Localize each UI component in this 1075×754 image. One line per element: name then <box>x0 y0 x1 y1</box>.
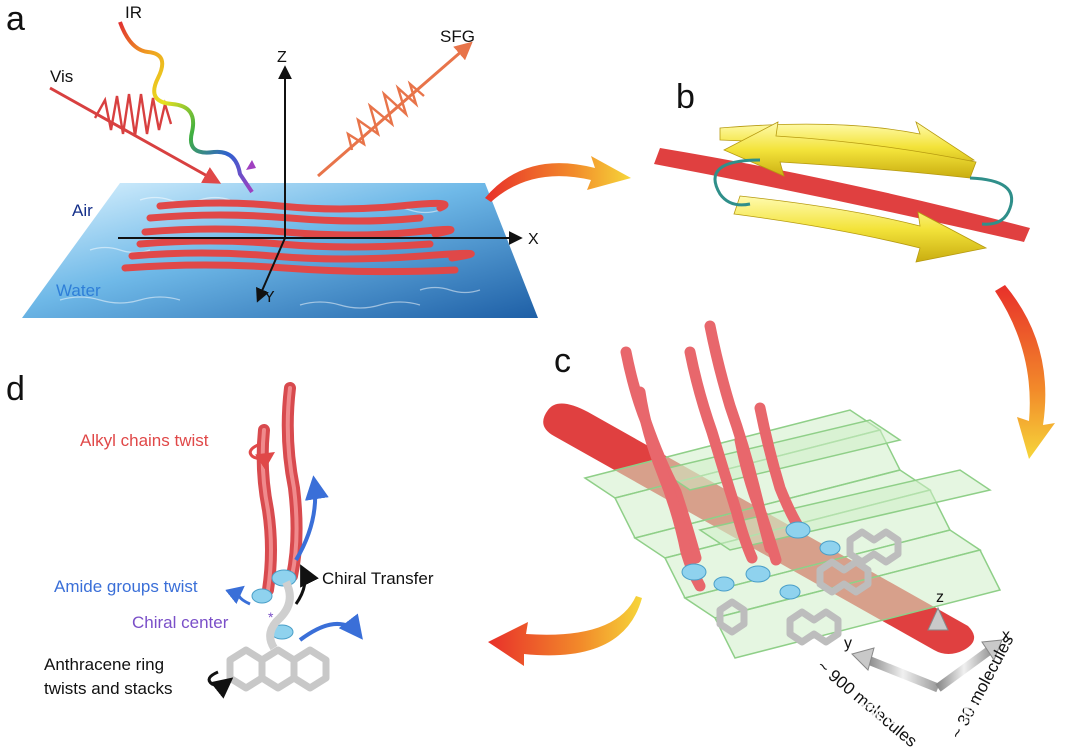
ring-rotation-arrow <box>298 613 363 642</box>
alkyl-twist-label: Alkyl chains twist <box>80 431 209 450</box>
panel-c-letter: c <box>554 342 571 380</box>
ring-twist-arrow <box>207 670 234 699</box>
sfg-beam <box>317 41 473 178</box>
beta-strand-3 <box>733 195 988 263</box>
chiral-center-label: Chiral center <box>132 613 229 632</box>
arrow-b-to-c <box>995 285 1055 459</box>
chiral-transfer-arrow <box>294 564 319 605</box>
arrow-c-to-d <box>488 596 642 666</box>
c-amide-groups <box>681 521 841 600</box>
air-label: Air <box>72 201 93 220</box>
panel-b: b <box>654 78 1030 263</box>
loop-left <box>713 158 761 207</box>
loop-right <box>969 176 1013 226</box>
alkyl-twist-arrow <box>248 442 275 470</box>
ir-beam <box>118 21 256 194</box>
axis-y <box>256 237 286 303</box>
chain-rotation-arrow <box>294 475 329 562</box>
d-amide-groups <box>251 569 297 640</box>
amide-twist-label: Amide groups twist <box>54 577 198 596</box>
ir-label: IR <box>125 3 142 22</box>
d-alkyl-chains <box>256 382 303 596</box>
d-anthracene-ring <box>226 646 330 692</box>
axis-y-label: Y <box>264 289 275 306</box>
arrow-a-to-b <box>485 156 631 202</box>
c-axis-z-label: z <box>936 589 944 606</box>
watermark: 知乎 @化学领域前沿文献 <box>694 699 988 729</box>
panel-d: d * Alkyl chains twist Chiral Transfer A… <box>6 370 434 699</box>
panel-d-letter: d <box>6 370 25 408</box>
chiral-transfer-label: Chiral Transfer <box>322 569 434 588</box>
c-anthracene-stacks <box>716 528 902 646</box>
panel-a-letter: a <box>6 0 25 38</box>
c-axis-y-label: y <box>844 635 852 652</box>
axis-x-label: X <box>528 231 539 248</box>
axis-z-label: Z <box>277 49 287 66</box>
panel-b-letter: b <box>676 78 695 116</box>
beta-strand-2 <box>723 121 977 179</box>
sfg-label: SFG <box>440 27 475 46</box>
chiral-star-icon: * <box>268 609 274 625</box>
d-linker <box>266 580 294 651</box>
panel-c: c <box>543 320 1017 751</box>
vis-label: Vis <box>50 67 73 86</box>
amide-twist-arrow <box>225 585 251 606</box>
anthracene-label-line2: twists and stacks <box>44 679 173 698</box>
c-axis-x-label: x <box>1002 627 1010 644</box>
water-label: Water <box>56 281 101 300</box>
surface-alkyl-chains <box>121 199 475 276</box>
anthracene-label-line1: Anthracene ring <box>44 655 164 674</box>
c-alkyl-chains <box>620 320 808 592</box>
panel-a: a Z X Y Vis <box>6 0 539 318</box>
red-helix-ribbon <box>654 148 1030 242</box>
c-axes <box>851 606 1003 693</box>
vis-beam <box>49 86 222 184</box>
